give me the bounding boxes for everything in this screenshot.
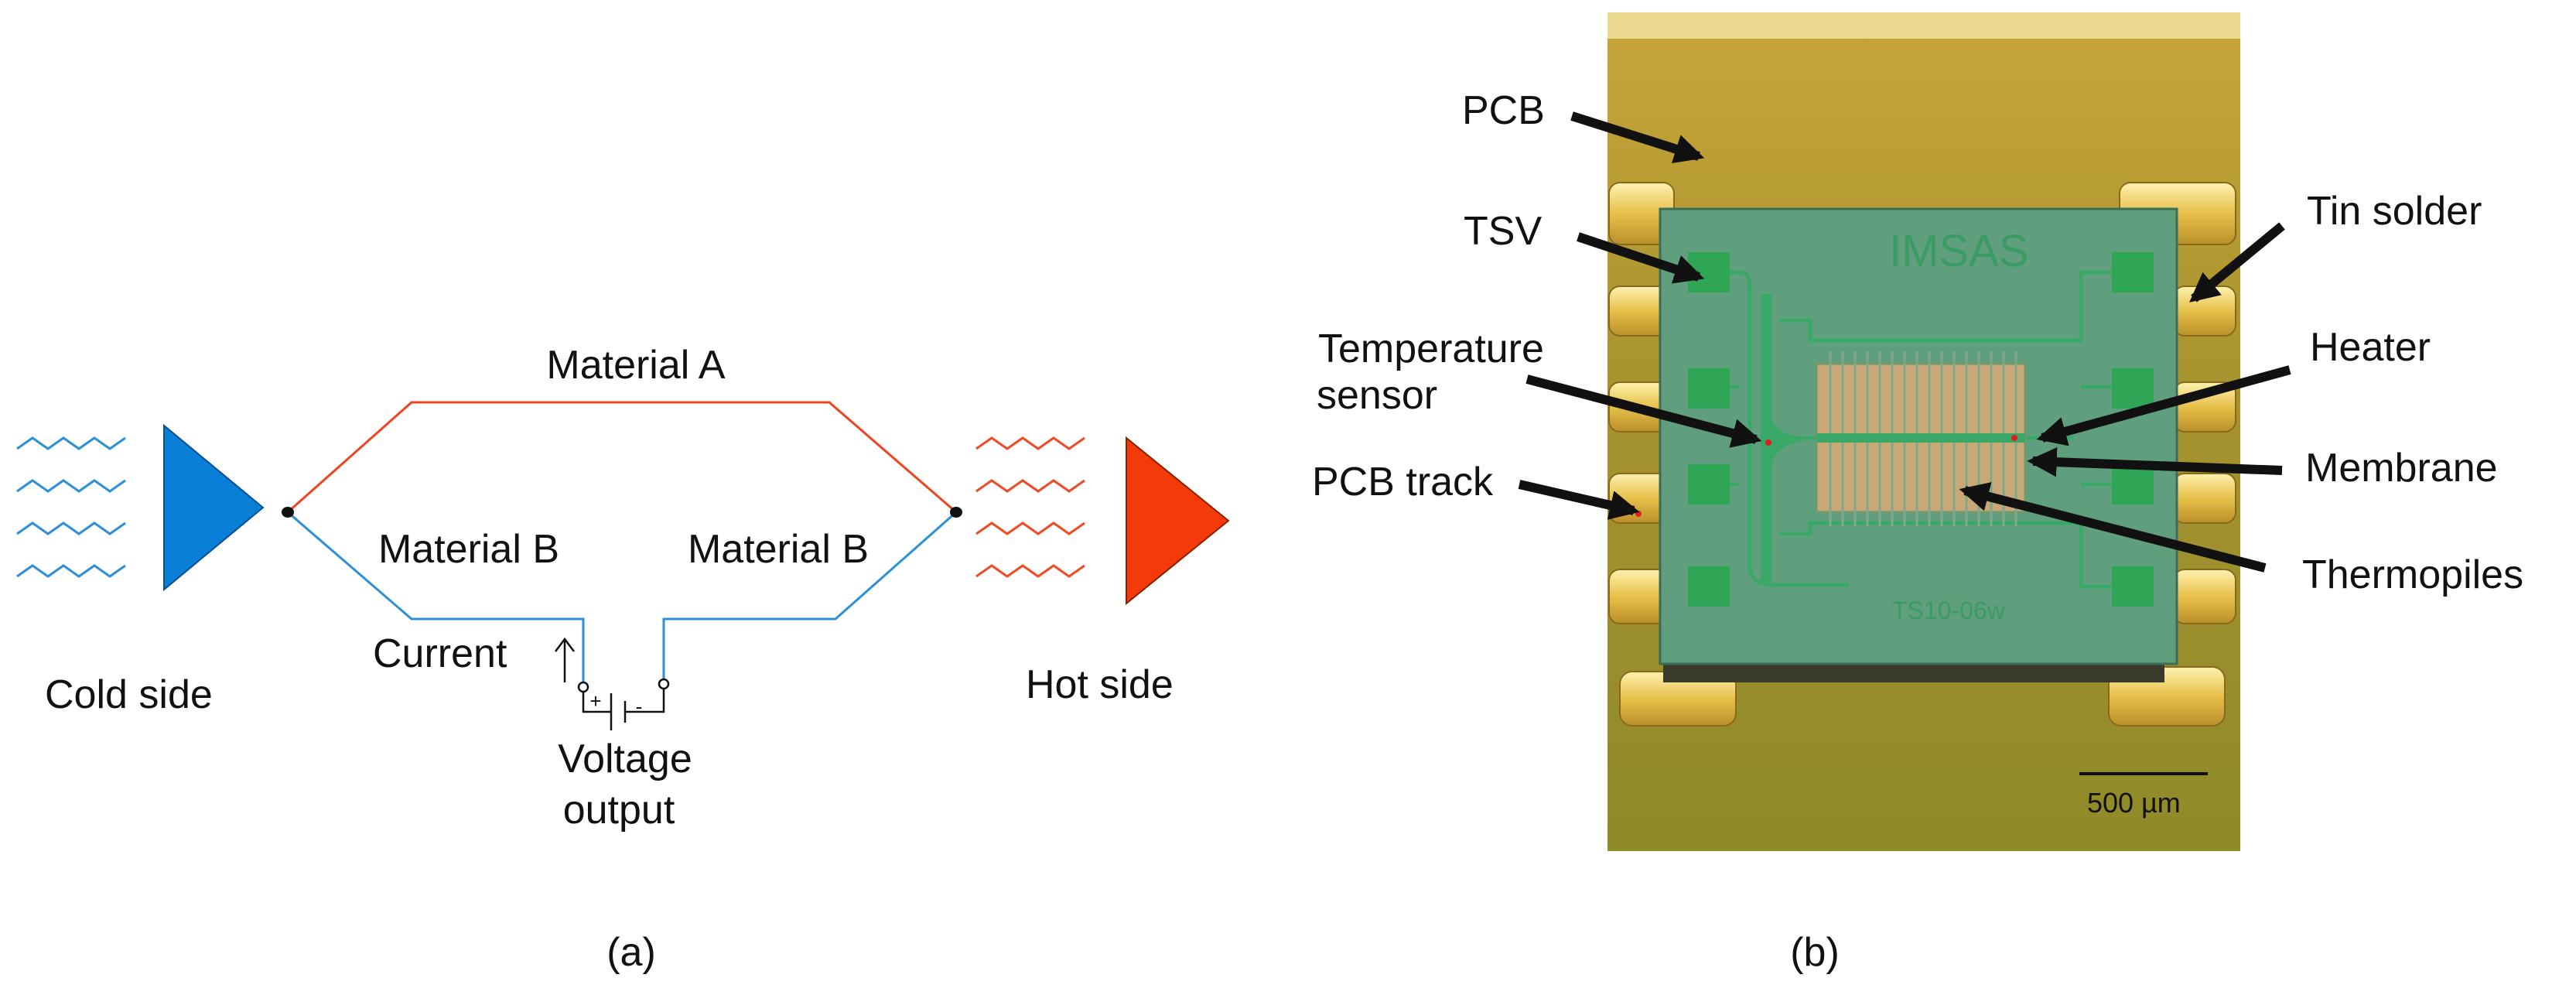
sensor-marker	[1765, 439, 1771, 446]
voltage-source	[577, 678, 670, 730]
temperature-sensor-bar	[1761, 294, 1818, 585]
photo-top-edge	[1607, 12, 2240, 39]
cold-waves	[16, 436, 126, 578]
current-arrow	[555, 637, 575, 682]
caption-b: (b)	[1790, 930, 1840, 975]
heater-strip	[1816, 433, 2025, 443]
label-voltage-output-2: output	[563, 788, 675, 833]
label-cold-side: Cold side	[45, 672, 213, 717]
hot-junction	[950, 507, 962, 518]
callout-membrane: Membrane	[2305, 446, 2498, 491]
callout-arrows	[1518, 111, 2291, 573]
chip-brand-text: IMSAS	[1889, 226, 2029, 276]
label-material-b-right: Material B	[688, 527, 869, 572]
callout-tin-solder: Tin solder	[2307, 189, 2482, 234]
label-hot-side: Hot side	[1026, 662, 1174, 707]
label-material-b-left: Material B	[378, 527, 559, 572]
callout-tsv: TSV	[1464, 209, 1542, 254]
hot-side-triangle	[1126, 436, 1230, 606]
label-material-a: Material A	[546, 343, 726, 388]
cold-junction	[282, 507, 294, 518]
material-b-wire-right	[662, 511, 957, 684]
callout-temperature-sensor-1: Temperature	[1318, 327, 1544, 371]
label-voltage-output-1: Voltage	[558, 737, 692, 781]
track-marker	[1635, 511, 1642, 517]
panel-b: IMSAS TS10-06w 500 µm PCB TSV Temperatur…	[1312, 12, 2523, 975]
callout-pcb-track: PCB track	[1312, 460, 1494, 504]
material-b-wire-left	[287, 511, 585, 684]
caption-a: (a)	[606, 930, 656, 975]
minus-sign: -	[636, 695, 643, 718]
hot-waves	[975, 436, 1085, 578]
callout-heater: Heater	[2310, 325, 2431, 370]
scale-bar-label: 500 µm	[2087, 787, 2181, 819]
heater-marker	[2011, 435, 2017, 441]
plus-sign: +	[589, 689, 601, 713]
cold-side-triangle	[163, 423, 265, 592]
callout-pcb: PCB	[1462, 88, 1545, 133]
chip-pads	[1688, 252, 2154, 607]
chip-part-text: TS10-06w	[1892, 597, 2006, 624]
material-a-wire	[287, 401, 957, 514]
label-current: Current	[373, 631, 507, 676]
panel-a: + - Material A Material B Material B Cur…	[16, 343, 1230, 975]
callout-temperature-sensor-2: sensor	[1317, 373, 1437, 418]
callout-thermopiles: Thermopiles	[2302, 552, 2523, 597]
